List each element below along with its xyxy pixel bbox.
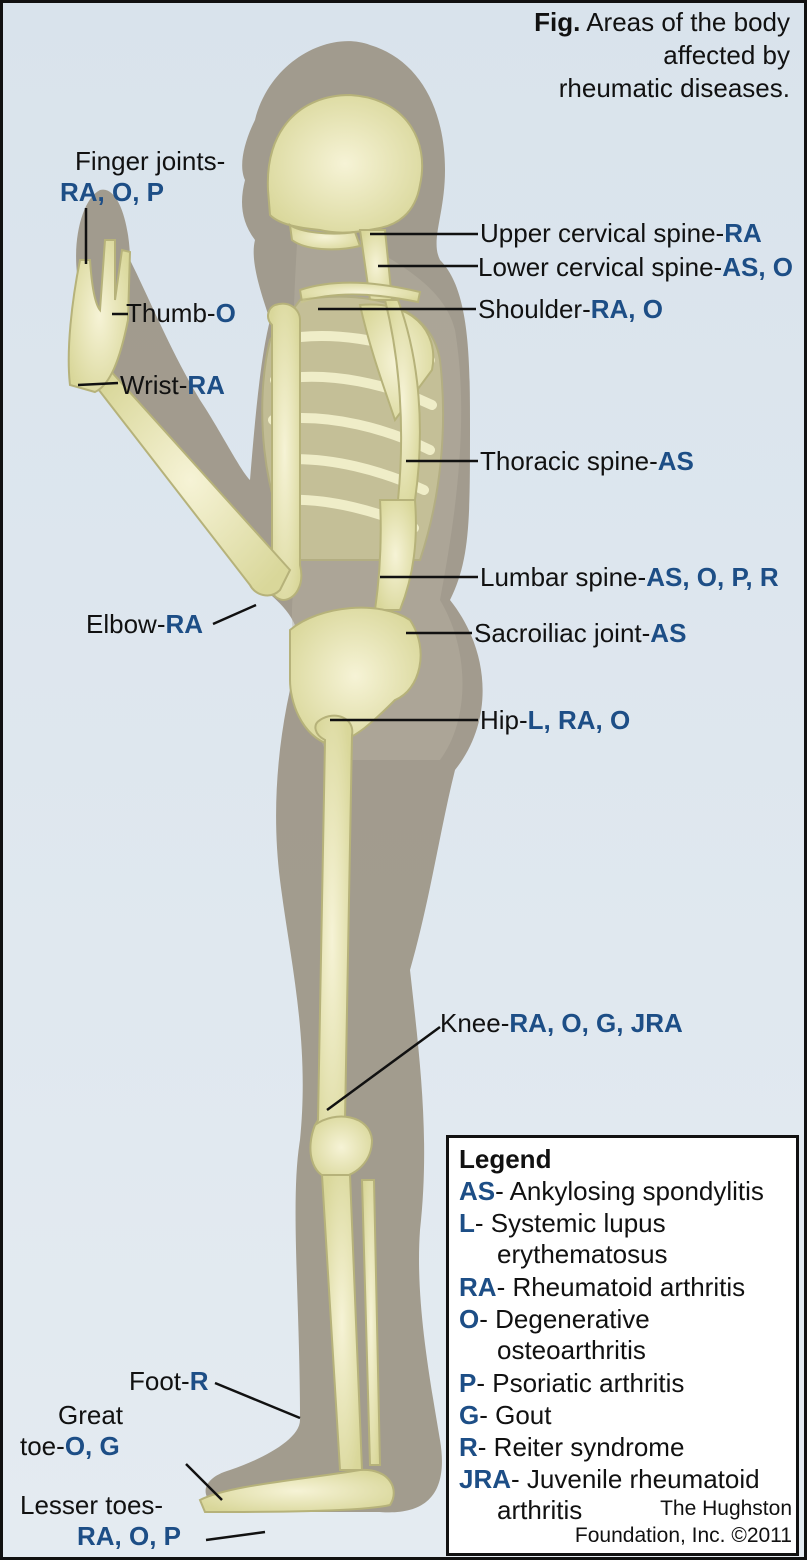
caption-prefix: Fig. (534, 7, 580, 37)
label-lumbar: Lumbar spine-AS, O, P, R (480, 562, 779, 593)
label-codes: RA, O, P (60, 177, 250, 208)
label-lesser-toes: Lesser toes- RA, O, P (20, 1490, 210, 1552)
legend-code: G (459, 1400, 479, 1430)
legend-text: - Reiter syndrome (478, 1432, 685, 1462)
label-codes: L, RA, O (528, 705, 631, 735)
label-codes: RA, O, P (20, 1521, 210, 1552)
caption-line-1: Areas of the body (586, 7, 790, 37)
legend-code: P (459, 1368, 476, 1398)
label-thumb: Thumb-O (126, 298, 236, 329)
legend-text: - Juvenile rheumatoid (511, 1464, 760, 1494)
label-codes: RA (724, 218, 762, 248)
label-codes: O, G (65, 1431, 120, 1461)
legend-code: R (459, 1432, 478, 1462)
credit-line-2: Foundation, Inc. ©2011 (575, 1522, 792, 1549)
label-name: Finger joints- (60, 146, 250, 177)
label-codes: AS (650, 618, 686, 648)
label-finger-joints: Finger joints- RA, O, P (60, 146, 250, 208)
legend-title: Legend (459, 1144, 551, 1175)
label-name: Shoulder- (478, 294, 591, 324)
label-upper-cervical: Upper cervical spine-RA (480, 218, 762, 249)
leader-wrist (78, 383, 118, 385)
label-name: Wrist- (120, 370, 187, 400)
label-codes: RA, O (591, 294, 663, 324)
legend-item-ra: RA- Rheumatoid arthritis (459, 1272, 745, 1303)
legend-code: AS (459, 1176, 495, 1206)
legend-text: - Degenerative (479, 1304, 650, 1334)
label-name: Sacroiliac joint- (474, 618, 650, 648)
credit-line-1: The Hughston (575, 1495, 792, 1522)
leader-elbow (213, 605, 256, 624)
copyright-credit: The Hughston Foundation, Inc. ©2011 (575, 1495, 792, 1549)
label-thoracic: Thoracic spine-AS (480, 446, 694, 477)
label-codes: RA (165, 609, 203, 639)
legend-text: - Gout (479, 1400, 551, 1430)
legend-text: - Psoriatic arthritis (476, 1368, 684, 1398)
label-shoulder: Shoulder-RA, O (478, 294, 663, 325)
legend-text-cont: erythematosus (459, 1239, 668, 1270)
legend-code: O (459, 1304, 479, 1334)
label-codes: AS, O (722, 252, 793, 282)
label-name: Thoracic spine- (480, 446, 658, 476)
legend-text: - Rheumatoid arthritis (497, 1272, 746, 1302)
legend-item-p: P- Psoriatic arthritis (459, 1368, 684, 1399)
label-name: Lesser toes- (20, 1490, 210, 1521)
label-name: Hip- (480, 705, 528, 735)
legend-code: L (459, 1208, 475, 1238)
legend-code: RA (459, 1272, 497, 1302)
label-name-line-2: toe- (20, 1431, 65, 1461)
legend-item-g: G- Gout (459, 1400, 551, 1431)
label-codes: RA (187, 370, 225, 400)
figure-caption: Fig. Areas of the body affected by rheum… (534, 6, 790, 105)
label-codes: AS, O, P, R (646, 562, 778, 592)
legend-item-r: R- Reiter syndrome (459, 1432, 684, 1463)
caption-line-3: rheumatic diseases. (534, 72, 790, 105)
label-elbow: Elbow-RA (86, 609, 203, 640)
label-name: Thumb- (126, 298, 216, 328)
label-codes: R (190, 1366, 209, 1396)
label-wrist: Wrist-RA (120, 370, 225, 401)
legend-box: Legend AS- Ankylosing spondylitis L- Sys… (446, 1135, 799, 1556)
legend-text-cont: osteoarthritis (459, 1335, 650, 1366)
caption-line-2: affected by (534, 39, 790, 72)
label-codes: AS (658, 446, 694, 476)
label-name: Lower cervical spine- (478, 252, 722, 282)
label-name: Lumbar spine- (480, 562, 646, 592)
legend-item-as: AS- Ankylosing spondylitis (459, 1176, 764, 1207)
label-name: Elbow- (86, 609, 165, 639)
label-name: Foot- (129, 1366, 190, 1396)
leader-foot (215, 1383, 300, 1418)
leader-lesser-toes (206, 1532, 265, 1540)
label-name: Upper cervical spine- (480, 218, 724, 248)
label-codes: O (216, 298, 236, 328)
legend-code: JRA (459, 1464, 511, 1494)
label-codes: RA, O, G, JRA (509, 1008, 682, 1038)
legend-text: - Systemic lupus (475, 1208, 666, 1238)
label-great-toe: Great toe-O, G (20, 1400, 200, 1462)
label-hip: Hip-L, RA, O (480, 705, 630, 736)
label-foot: Foot-R (129, 1366, 208, 1397)
label-name-line-1: Great (20, 1400, 200, 1431)
label-lower-cervical: Lower cervical spine-AS, O (478, 252, 793, 283)
label-sacroiliac: Sacroiliac joint-AS (474, 618, 686, 649)
leader-knee (327, 1027, 440, 1110)
label-knee: Knee-RA, O, G, JRA (440, 1008, 683, 1039)
legend-text: - Ankylosing spondylitis (495, 1176, 764, 1206)
label-name: Knee- (440, 1008, 509, 1038)
